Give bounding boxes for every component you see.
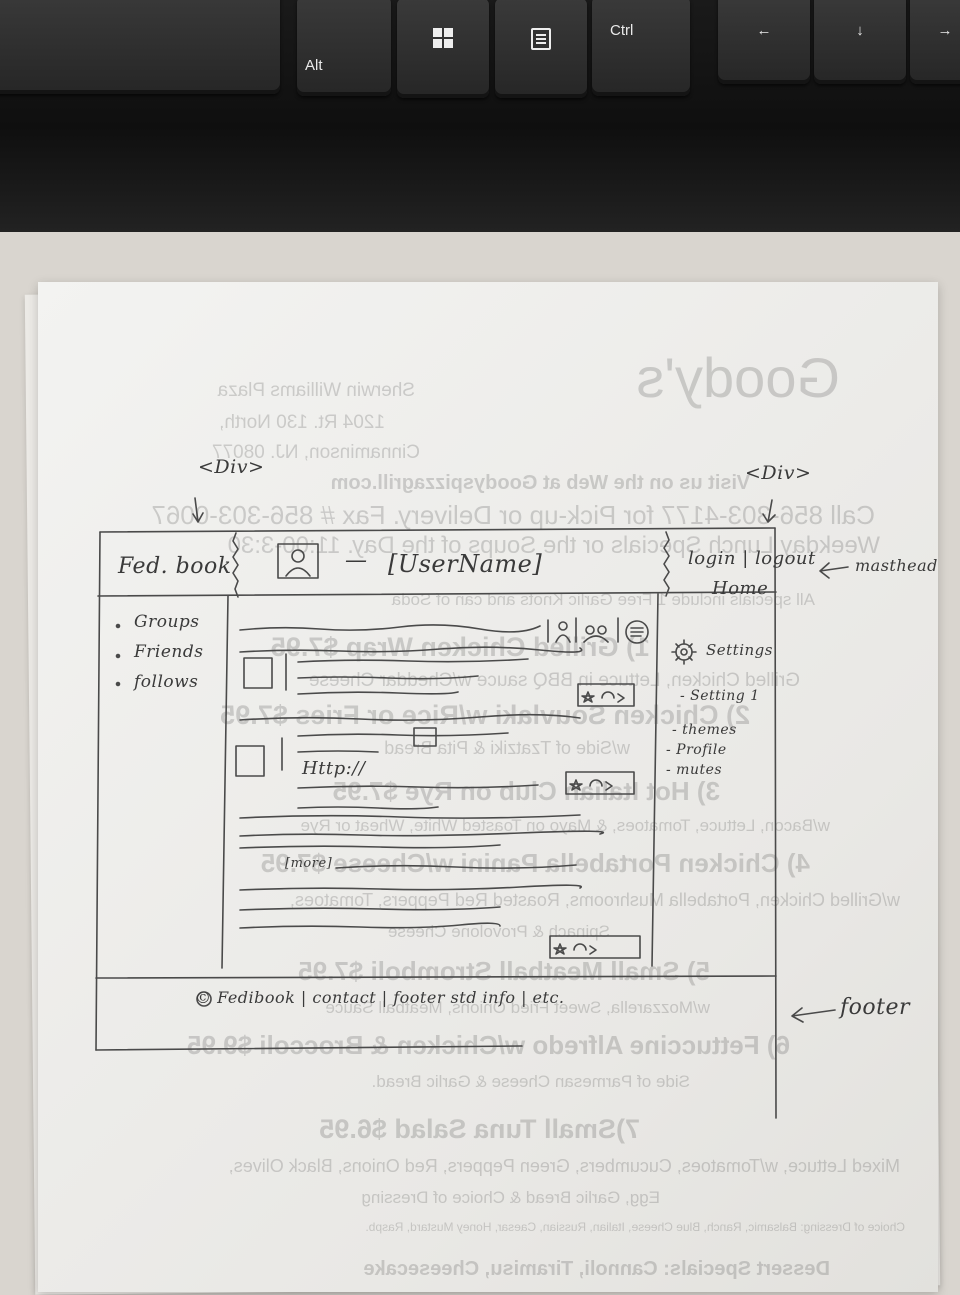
post-actions[interactable] <box>549 935 641 959</box>
star-icon <box>569 779 583 791</box>
masthead-bottom-line <box>97 591 777 597</box>
arrow-right-icon: → <box>937 22 953 39</box>
frame-top-line <box>99 527 776 533</box>
frame-right-line <box>774 527 777 1119</box>
footer-bottom-line <box>95 1045 523 1051</box>
keyboard: Alt Ctrl ← ↓ → <box>0 0 960 232</box>
div-annotation-right: <Div> <box>745 462 812 484</box>
compose-icon <box>625 620 649 644</box>
star-icon <box>553 943 567 955</box>
arrow-down-key: ↓ <box>814 0 906 84</box>
share-icon <box>601 691 615 699</box>
post-actions[interactable] <box>565 771 635 795</box>
frame-left-line <box>95 531 101 1051</box>
alt-key: Alt <box>297 0 391 96</box>
sidebar-item-groups[interactable]: Groups <box>134 612 200 632</box>
gear-icon[interactable] <box>671 639 697 665</box>
group-icon <box>585 625 595 635</box>
bullet-icon <box>115 653 121 659</box>
settings-item-1[interactable]: - Setting 1 <box>680 688 760 704</box>
arrow-right-key: → <box>910 0 960 84</box>
post-image-placeholder <box>243 657 273 689</box>
masthead-divider-right <box>663 531 670 597</box>
star-icon <box>581 691 595 703</box>
menu-icon <box>531 28 551 50</box>
arrow-footer-icon <box>791 1007 836 1023</box>
windows-key <box>397 0 489 98</box>
arrow-down-left-icon <box>192 497 204 523</box>
footer-top-line <box>95 975 777 979</box>
post-link[interactable]: Http:// <box>302 758 366 779</box>
post-image-placeholder <box>235 745 265 777</box>
menu-key <box>495 0 587 98</box>
key-left-cluster <box>0 0 280 94</box>
settings-item-themes[interactable]: - themes <box>672 722 737 738</box>
div-annotation-left: <Div> <box>198 456 265 478</box>
feed-header-icons <box>547 617 649 644</box>
home-link[interactable]: Home <box>712 578 769 599</box>
avatar-icon <box>277 543 319 579</box>
sidebar-item-follows[interactable]: follows <box>134 672 199 692</box>
arrow-masthead-icon <box>819 562 849 579</box>
settings-item-profile[interactable]: - Profile <box>666 742 727 758</box>
sidebar-item-friends[interactable]: Friends <box>134 642 204 662</box>
share-icon <box>573 943 587 951</box>
footer-text: © Fedibook | contact | footer std info |… <box>195 988 565 1007</box>
copyright-icon <box>196 991 212 1007</box>
alt-key-label: Alt <box>305 57 323 74</box>
settings-title[interactable]: Settings <box>706 641 773 659</box>
embedded-image-placeholder <box>413 727 437 747</box>
site-logo[interactable]: Fed. book <box>118 554 232 579</box>
settings-divider <box>651 593 659 967</box>
login-logout-link[interactable]: login | logout <box>688 548 816 569</box>
ctrl-key: Ctrl <box>592 0 690 96</box>
share-icon <box>589 779 603 787</box>
person-icon <box>558 621 568 631</box>
arrow-down-icon: ↓ <box>856 22 864 39</box>
sidebar-divider <box>221 595 229 969</box>
post-actions[interactable] <box>577 683 635 707</box>
arrow-left-icon: ← <box>756 22 772 39</box>
footer-annotation: footer <box>840 995 911 1020</box>
feed-text-lines <box>239 624 605 929</box>
windows-logo-icon <box>433 28 453 48</box>
arrow-down-right-icon <box>762 499 776 523</box>
masthead-annotation: masthead <box>855 556 938 575</box>
masthead-divider-left <box>232 532 239 598</box>
more-link[interactable]: [more] <box>285 856 333 871</box>
bullet-icon <box>115 623 121 629</box>
arrow-left-key: ← <box>718 0 810 84</box>
ctrl-key-label: Ctrl <box>610 22 634 39</box>
username-label[interactable]: [UserName] <box>388 550 543 578</box>
bullet-icon <box>115 681 121 687</box>
settings-item-mutes[interactable]: - mutes <box>666 762 723 778</box>
masthead-dash: — <box>345 548 368 573</box>
